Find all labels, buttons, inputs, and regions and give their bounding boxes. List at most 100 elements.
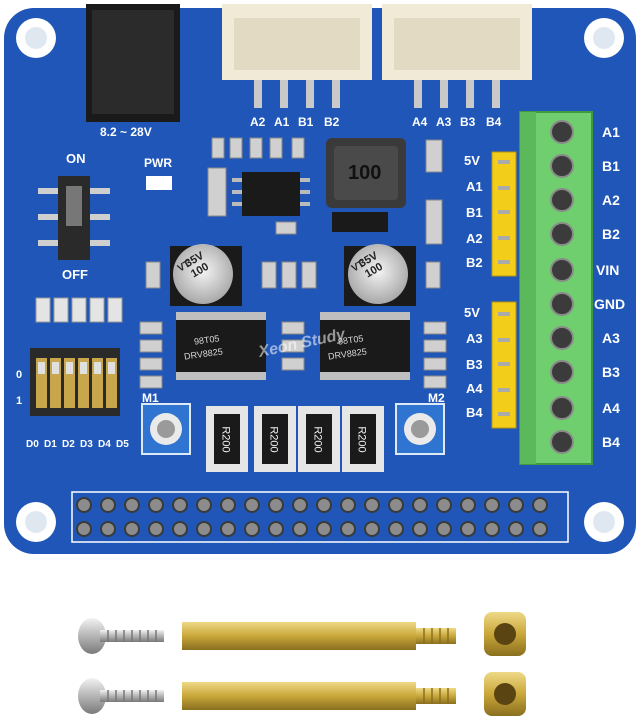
conn-left-pin-b2: B2 [324, 115, 340, 129]
resistor-array [35, 297, 123, 323]
gpio-pin [100, 497, 116, 513]
electrolytic-capacitors [170, 244, 416, 306]
terminal-a4: A4 [602, 400, 620, 416]
header1-pin-b1: B1 [466, 205, 483, 220]
terminal-vin: VIN [596, 262, 620, 278]
sense-resistor-1-label: R200 [219, 426, 232, 453]
header2-pin-b4: B4 [466, 405, 483, 420]
gpio-pin [532, 521, 548, 537]
stepper-motor-hat-board: 8.2 ~ 28V ON OFF PWR 100 M1 M2 Xeon Stud… [4, 4, 636, 554]
gpio-pin [508, 521, 524, 537]
conn-right-pin-b3: B3 [460, 115, 476, 129]
gpio-pin [364, 521, 380, 537]
standoff-1 [182, 622, 456, 650]
mounting-holes [16, 18, 624, 542]
sense-resistor-4-label: R200 [355, 426, 368, 453]
terminal-b4: B4 [602, 434, 620, 450]
gpio-pin [460, 521, 476, 537]
motor1-label: M1 [142, 391, 159, 405]
nut-1 [484, 612, 526, 656]
gpio-pin [220, 521, 236, 537]
gpio-pin [484, 497, 500, 513]
terminal-block [519, 111, 593, 465]
terminal-gnd: GND [594, 296, 626, 312]
gpio-pin [388, 521, 404, 537]
terminal-b3: B3 [602, 364, 620, 380]
gpio-pin [148, 497, 164, 513]
dip-pin-d4: D4 [98, 439, 111, 450]
gpio-pin [100, 521, 116, 537]
gpio-pin [436, 497, 452, 513]
dip-pin-d0: D0 [26, 439, 39, 450]
pin-headers-yellow [491, 151, 517, 429]
dip-bottom-label: 1 [16, 395, 23, 407]
sense-resistor-2-label: R200 [267, 426, 280, 453]
gpio-pin [76, 497, 92, 513]
regulator-ic [242, 172, 300, 216]
sense-resistors [206, 406, 384, 472]
power-switch [38, 176, 110, 260]
screw-1 [78, 618, 164, 654]
conn-left-pin-a1: A1 [274, 115, 290, 129]
gpio-pin [196, 521, 212, 537]
gpio-pin [340, 521, 356, 537]
gpio-pin [364, 497, 380, 513]
conn-left-pin-b1: B1 [298, 115, 314, 129]
gpio-pin [244, 497, 260, 513]
gpio-pin [532, 497, 548, 513]
standoff-2 [182, 682, 456, 710]
dip-pin-d1: D1 [44, 439, 57, 450]
header1-pin-a1: A1 [466, 179, 483, 194]
gpio-pin [412, 497, 428, 513]
driver-chips [176, 312, 410, 380]
gpio-pin [268, 497, 284, 513]
gpio-pin [316, 521, 332, 537]
sense-resistor-3-label: R200 [311, 426, 324, 453]
header1-pin-b2: B2 [466, 255, 483, 270]
gpio-pin [340, 497, 356, 513]
dip-pin-d5: D5 [116, 439, 129, 450]
smd-components [139, 137, 447, 389]
motor-connectors [222, 4, 532, 108]
pcb-illustration [4, 4, 636, 554]
dip-top-label: 0 [16, 369, 23, 381]
pwr-led [146, 176, 172, 190]
header2-pin-a3: A3 [466, 331, 483, 346]
gpio-pin [172, 521, 188, 537]
motor2-label: M2 [428, 391, 445, 405]
dip-pin-d3: D3 [80, 439, 93, 450]
header2-pin-a4: A4 [466, 381, 483, 396]
gpio-pin [412, 521, 428, 537]
conn-right-pin-a3: A3 [436, 115, 452, 129]
gpio-pin [484, 521, 500, 537]
terminal-a2: A2 [602, 192, 620, 208]
potentiometers [141, 403, 445, 455]
gpio-pin [436, 521, 452, 537]
gpio-pin [292, 497, 308, 513]
gpio-pin [268, 521, 284, 537]
gpio-pin [244, 521, 260, 537]
gpio-pin [124, 521, 140, 537]
switch-on-label: ON [66, 151, 86, 166]
gpio-pin [292, 521, 308, 537]
diode [332, 212, 388, 232]
conn-right-pin-a4: A4 [412, 115, 428, 129]
gpio-pin [196, 497, 212, 513]
gpio-header [71, 491, 569, 543]
gpio-pin [460, 497, 476, 513]
terminal-b2: B2 [602, 226, 620, 242]
pwr-label: PWR [144, 156, 172, 170]
terminal-a1: A1 [602, 124, 620, 140]
header2-pin-5v: 5V [464, 305, 480, 320]
dip-pin-d2: D2 [62, 439, 75, 450]
switch-off-label: OFF [62, 267, 88, 282]
header1-pin-a2: A2 [466, 231, 483, 246]
voltage-label: 8.2 ~ 28V [100, 125, 152, 139]
header2-pin-b3: B3 [466, 357, 483, 372]
conn-left-pin-a2: A2 [250, 115, 266, 129]
gpio-pin [220, 497, 236, 513]
terminal-b1: B1 [602, 158, 620, 174]
terminal-a3: A3 [602, 330, 620, 346]
gpio-pin [388, 497, 404, 513]
header1-pin-5v: 5V [464, 153, 480, 168]
